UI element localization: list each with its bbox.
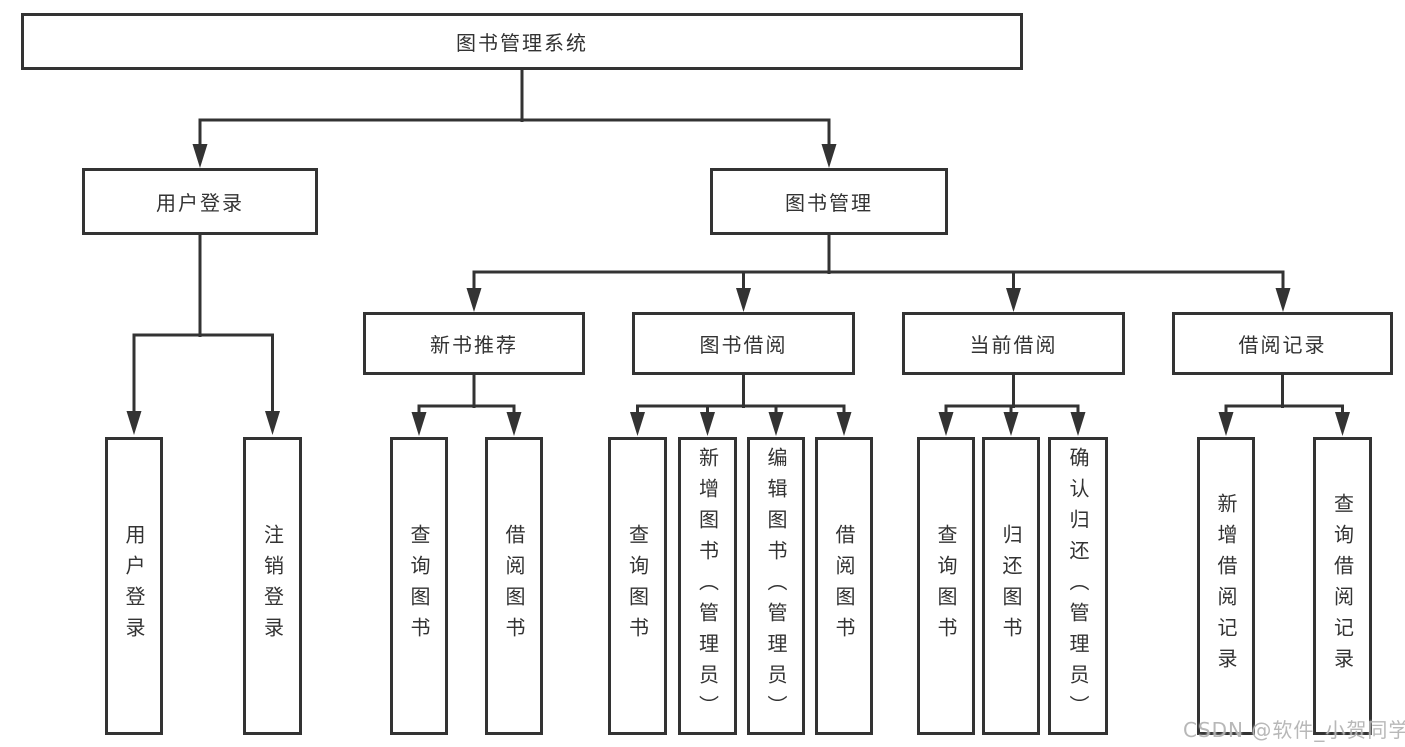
node-borrowing-records: 借阅记录 <box>1172 312 1393 375</box>
leaf-add-book-admin: 新增图书（管理员） <box>678 437 737 735</box>
leaf-borrow-books-recommend: 借阅图书 <box>485 437 543 735</box>
leaf-user-login: 用户登录 <box>105 437 163 735</box>
node-user-login: 用户登录 <box>82 168 318 235</box>
node-root-label: 图书管理系统 <box>456 31 588 55</box>
leaf-edit-book-admin-label: 编辑图书（管理员） <box>764 446 788 726</box>
leaf-logout-label: 注销登录 <box>260 524 285 648</box>
leaf-borrow-books-label: 借阅图书 <box>832 524 856 648</box>
leaf-edit-book-admin: 编辑图书（管理员） <box>747 437 805 735</box>
leaf-add-book-admin-label: 新增图书（管理员） <box>695 446 720 726</box>
leaf-return-book-label: 归还图书 <box>999 524 1023 648</box>
leaf-query-books-recommend: 查询图书 <box>390 437 448 735</box>
leaf-query-books-current: 查询图书 <box>917 437 975 735</box>
node-borrowing-records-label: 借阅记录 <box>1238 333 1327 357</box>
node-new-book-recommendation-label: 新书推荐 <box>430 333 518 357</box>
leaf-logout: 注销登录 <box>243 437 302 735</box>
node-current-borrowing-label: 当前借阅 <box>969 333 1058 357</box>
leaf-borrow-books-recommend-label: 借阅图书 <box>502 524 526 648</box>
leaf-query-books-current-label: 查询图书 <box>934 524 958 648</box>
leaf-borrow-books: 借阅图书 <box>815 437 873 735</box>
node-book-management-label: 图书管理 <box>785 191 873 215</box>
node-root: 图书管理系统 <box>21 13 1023 70</box>
leaf-query-borrow-record-label: 查询借阅记录 <box>1330 493 1355 679</box>
node-user-login-label: 用户登录 <box>156 191 244 215</box>
leaf-query-borrow-record: 查询借阅记录 <box>1313 437 1372 735</box>
leaf-query-books-borrow: 查询图书 <box>608 437 667 735</box>
leaf-user-login-label: 用户登录 <box>122 524 146 648</box>
leaf-return-book: 归还图书 <box>982 437 1040 735</box>
node-new-book-recommendation: 新书推荐 <box>363 312 585 375</box>
leaf-query-books-recommend-label: 查询图书 <box>407 524 431 648</box>
leaf-confirm-return-admin: 确认归还（管理员） <box>1048 437 1108 735</box>
leaf-add-borrow-record-label: 新增借阅记录 <box>1214 493 1238 679</box>
leaf-confirm-return-admin-label: 确认归还（管理员） <box>1066 446 1090 726</box>
leaf-add-borrow-record: 新增借阅记录 <box>1197 437 1255 735</box>
node-current-borrowing: 当前借阅 <box>902 312 1125 375</box>
node-book-management: 图书管理 <box>710 168 948 235</box>
node-book-borrowing: 图书借阅 <box>632 312 855 375</box>
node-book-borrowing-label: 图书借阅 <box>699 333 788 357</box>
leaf-query-books-borrow-label: 查询图书 <box>625 524 650 648</box>
watermark: CSDN @软件_小贺同学 <box>1183 718 1405 742</box>
